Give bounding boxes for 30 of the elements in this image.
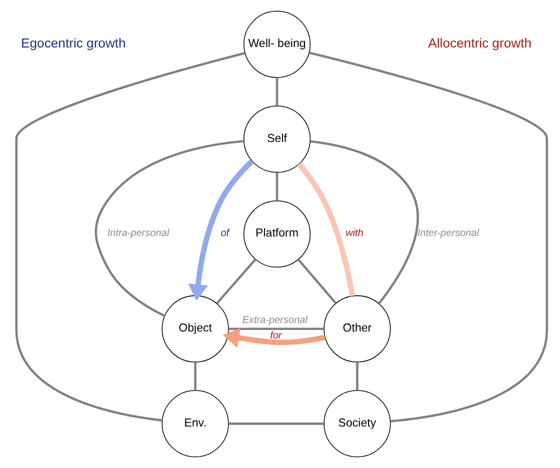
node-circle: Society — [323, 390, 390, 458]
arrow — [222, 328, 326, 348]
node-circle: Other — [323, 295, 390, 362]
edge-label: for — [270, 330, 282, 342]
connector — [228, 422, 324, 425]
connector — [14, 52, 245, 422]
connector — [194, 362, 196, 390]
node-circle: Object — [161, 295, 228, 362]
label: Allocentric growth — [428, 35, 531, 50]
edge-label: Intra-personal — [106, 228, 169, 239]
edge-label: Extra-personal — [242, 314, 307, 326]
connector — [296, 162, 355, 296]
node-circle: Platform — [243, 200, 310, 268]
edge-label: of — [220, 228, 229, 239]
connector — [216, 258, 256, 304]
arrow — [188, 159, 254, 301]
connector — [308, 52, 548, 422]
edge-label: Inter-personal — [416, 228, 478, 239]
connector — [94, 140, 244, 317]
connector — [296, 258, 336, 304]
node-circle: Env. — [161, 390, 228, 458]
connector — [228, 328, 324, 330]
connector — [275, 78, 278, 106]
node-circle: Well- being — [243, 10, 310, 78]
connector — [310, 140, 418, 304]
edge-label: with — [345, 228, 363, 239]
node-circle: Self — [243, 106, 310, 173]
connector — [275, 172, 278, 201]
label: Egocentric growth — [20, 35, 126, 50]
connector — [356, 362, 358, 390]
